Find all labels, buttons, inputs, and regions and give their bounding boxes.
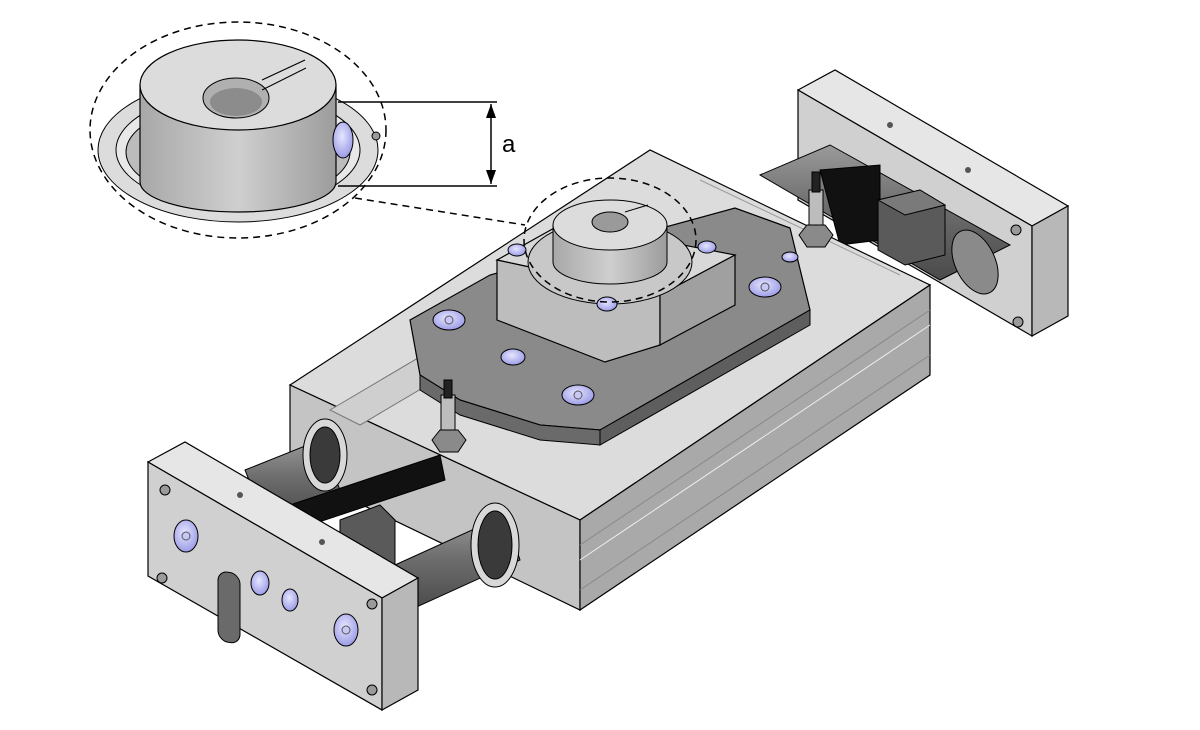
- screw: [697, 240, 717, 254]
- dimension-a: a: [338, 101, 516, 187]
- sensor-front: [431, 379, 467, 453]
- screw: [596, 296, 618, 312]
- screw: [281, 588, 299, 612]
- detail-magnified-view: [89, 21, 387, 239]
- rear-shock-absorber: [819, 164, 947, 266]
- screw: [432, 309, 466, 331]
- left-end-plate: [146, 441, 420, 712]
- screw: [561, 384, 595, 406]
- screw: [333, 613, 359, 647]
- front-guide-rod-lower: [394, 502, 521, 611]
- detail-leader-line: [354, 197, 526, 226]
- screws: [432, 240, 799, 406]
- rotary-hub: [527, 199, 693, 305]
- screw: [173, 519, 199, 553]
- screw: [748, 276, 782, 298]
- screw: [500, 348, 526, 366]
- detail-circle-small: [523, 177, 697, 303]
- sensor-rear: [798, 171, 834, 248]
- screw: [250, 570, 270, 596]
- screw: [781, 251, 799, 263]
- screw: [507, 243, 527, 257]
- dimension-label: a: [502, 131, 516, 158]
